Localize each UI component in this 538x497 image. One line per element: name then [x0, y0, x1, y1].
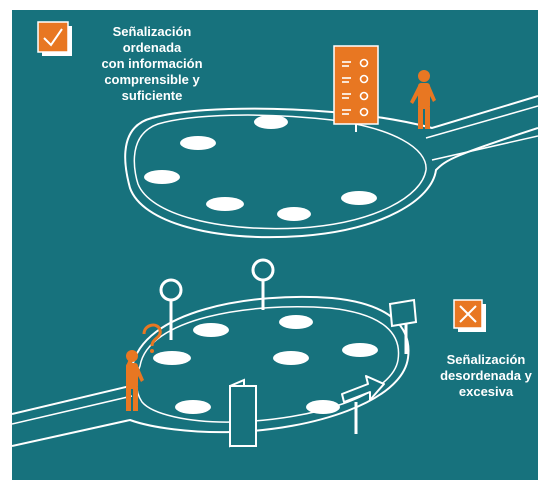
rectangular-sign: [388, 298, 418, 354]
caption-line: Señalización: [112, 24, 192, 39]
caption-line: ordenada: [122, 40, 182, 55]
information-board: [333, 45, 379, 132]
cross-badge: [453, 299, 486, 332]
caption-line: excesiva: [458, 384, 514, 399]
stepping-stone: [342, 343, 378, 357]
check-icon: [43, 28, 63, 47]
top-path-inner: [425, 105, 538, 139]
stepping-stone: [277, 207, 311, 221]
top-path-inner-bottom: [431, 135, 538, 161]
top-path-outline: [151, 95, 538, 130]
bottom-path-outline: [12, 295, 410, 447]
stepping-stone: [273, 351, 309, 365]
stepping-stone: [175, 400, 211, 414]
stepping-stone: [254, 115, 288, 129]
disordered-signage-caption: Señalización desordenada y excesiva: [422, 352, 538, 400]
stepping-stone: [193, 323, 229, 337]
stepping-stone: [180, 136, 216, 150]
caption-line: comprensible y: [104, 72, 200, 87]
pillar-sign: [229, 378, 257, 448]
round-sign: [159, 278, 183, 340]
bottom-path-inner: [12, 395, 133, 425]
stepping-stone: [306, 400, 340, 414]
round-sign: [251, 258, 275, 310]
caption-line: desordenada y: [440, 368, 532, 383]
top-roundabout: [124, 117, 538, 239]
arrow-sign: [341, 375, 385, 434]
cross-icon: [459, 305, 477, 323]
caption-line: Señalización: [446, 352, 526, 367]
stepping-stone: [341, 191, 377, 205]
disordered-signage-scene: [12, 258, 418, 448]
illustration-panel: Señalización ordenada con información co…: [12, 10, 538, 480]
check-badge: [37, 21, 72, 56]
ordered-signage-caption: Señalización ordenada con información co…: [72, 24, 232, 104]
signage-diagram: [12, 21, 538, 448]
stepping-stone: [144, 170, 180, 184]
bottom-roundabout-inner: [135, 306, 400, 423]
stepping-stone: [279, 315, 313, 329]
caption-line: suficiente: [121, 88, 183, 103]
stepping-stone: [153, 351, 191, 365]
person-confident: [410, 70, 436, 129]
stepping-stone: [206, 197, 244, 211]
ordered-signage-scene: [124, 45, 538, 239]
top-roundabout-inner: [133, 114, 427, 230]
person-confused: [126, 323, 162, 411]
caption-line: con información: [101, 56, 203, 71]
